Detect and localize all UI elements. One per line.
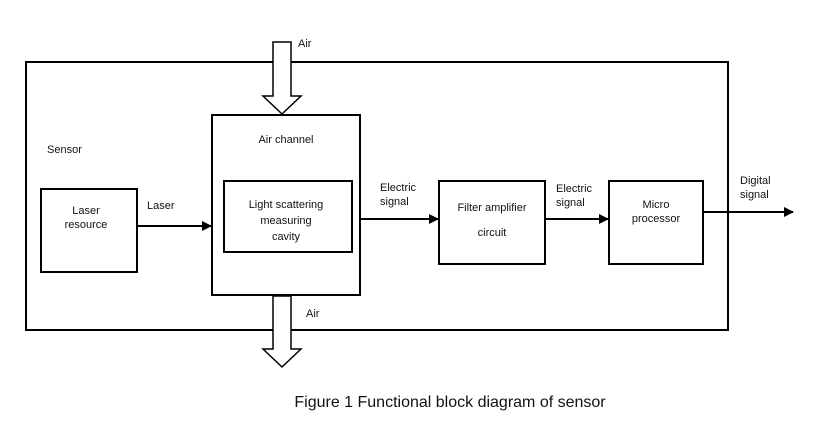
microprocessor-label: Micro processor (609, 198, 703, 226)
filter-amp-line2: circuit (477, 227, 507, 239)
laser-source-block (40, 188, 138, 273)
electric2-line1: Electric (556, 183, 593, 195)
cavity-label: Light scattering measuring cavity (224, 197, 348, 245)
digital-signal-label: Digital signal (740, 174, 771, 202)
sensor-label: Sensor (47, 144, 82, 156)
cavity-line3: cavity (271, 231, 301, 243)
cavity-line1: Light scattering (248, 199, 324, 211)
laser-source-line1: Laser (72, 205, 100, 217)
digital-line2: signal (740, 189, 769, 201)
electric-signal-label-1: Electric signal (380, 181, 416, 209)
micro-line1: Micro (642, 199, 670, 211)
laser-source-label: Laser resource (41, 204, 131, 232)
electric-signal-label-2: Electric signal (556, 182, 592, 210)
air-channel-title: Air channel (258, 134, 314, 146)
laser-source-line2: resource (64, 219, 108, 231)
cavity-block (223, 180, 353, 253)
air-inlet-label: Air (298, 38, 312, 50)
air-outlet-arrow (261, 295, 303, 369)
electric1-line1: Electric (380, 182, 417, 194)
air-outlet-label: Air (306, 308, 320, 320)
cavity-line2: measuring (260, 215, 312, 227)
micro-line2: processor (631, 213, 681, 225)
filter-amplifier-label: Filter amplifier circuit (439, 196, 545, 246)
digital-line1: Digital (740, 175, 771, 187)
air-inlet-arrow (261, 41, 303, 116)
electric2-line2: signal (556, 197, 585, 209)
filter-amplifier-block (438, 180, 546, 265)
microprocessor-block (608, 180, 704, 265)
electric1-line2: signal (380, 196, 409, 208)
filter-amp-line1: Filter amplifier (457, 202, 527, 214)
figure-caption: Figure 1 Functional block diagram of sen… (294, 394, 606, 411)
laser-edge-label: Laser (147, 200, 175, 212)
